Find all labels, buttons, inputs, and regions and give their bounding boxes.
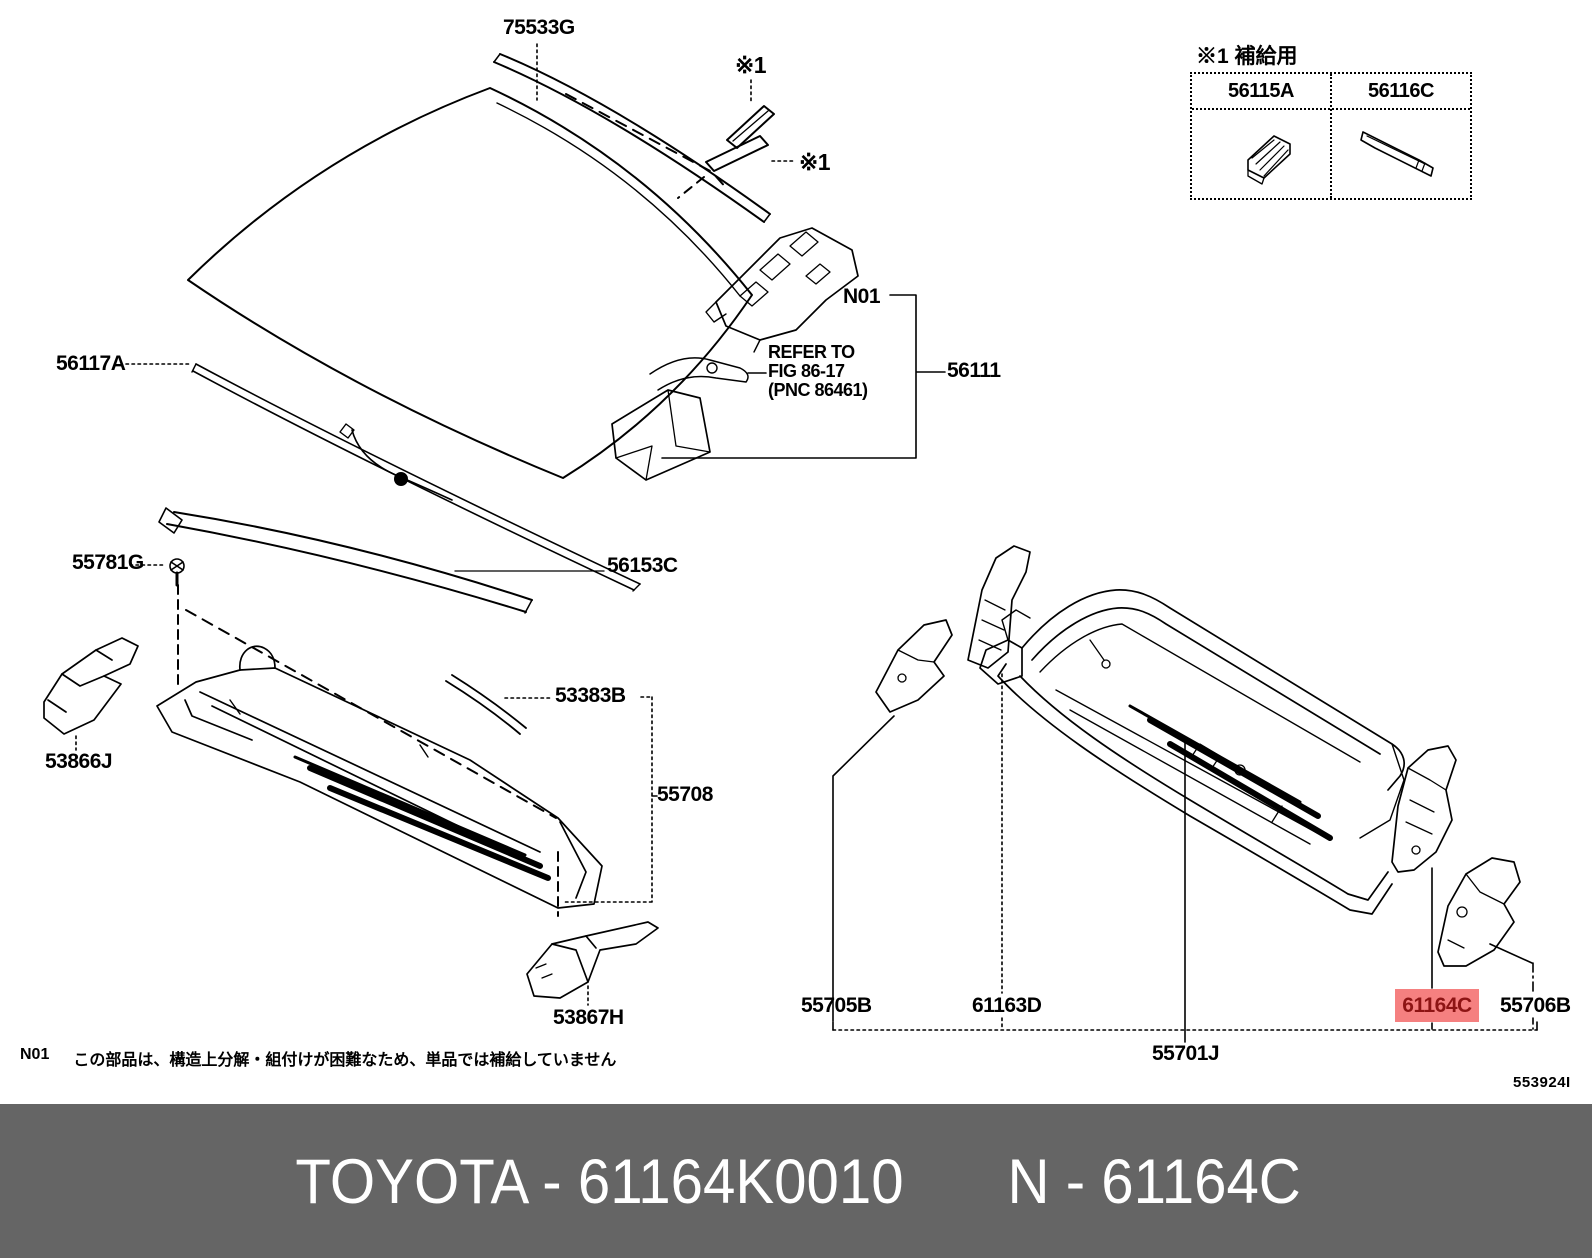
- projection-lines-left: [177, 584, 559, 917]
- windshield-glass: [187, 87, 753, 501]
- part-label-56111[interactable]: 56111: [947, 359, 1001, 382]
- part-label-53866J[interactable]: 53866J: [45, 750, 113, 773]
- supply-col-header[interactable]: 56115A: [1192, 74, 1330, 110]
- note-label-n01[interactable]: N01: [843, 285, 881, 308]
- part-label-55701J[interactable]: 55701J: [1152, 1042, 1220, 1065]
- part-label-55708[interactable]: 55708: [657, 783, 713, 806]
- supply-col-header[interactable]: 56116C: [1332, 74, 1470, 110]
- screw-55781G: [169, 558, 185, 587]
- cowl-panel-assembly: [979, 589, 1405, 915]
- strip-glyph-56116C: [1360, 131, 1434, 177]
- ref-mark-side[interactable]: ※1: [799, 149, 831, 175]
- footnote: N01 この部品は、構造上分解・組付けが困難なため、単品では補給していません: [20, 1046, 616, 1070]
- bracket-55705B: [875, 619, 953, 713]
- supply-table: 56115A 56116C: [1190, 72, 1472, 200]
- supply-part-glyphs: [1247, 131, 1434, 185]
- part-label-56153C[interactable]: 56153C: [607, 554, 678, 577]
- part-label-53867H[interactable]: 53867H: [553, 1006, 624, 1029]
- highlighted-part-box[interactable]: 61164C: [1395, 989, 1479, 1022]
- refer-note: REFER TO FIG 86-17 (PNC 86461): [768, 343, 868, 400]
- title-bar-part-number: TOYOTA - 61164K0010: [295, 1145, 904, 1217]
- sensor-bracket-56111: [611, 227, 859, 481]
- supply-col-image: [1192, 110, 1330, 198]
- title-bar-pnc: N - 61164C: [1007, 1145, 1302, 1217]
- weatherstrip-56153C: [158, 507, 533, 614]
- part-label-55705B[interactable]: 55705B: [801, 994, 872, 1017]
- part-label-75533G[interactable]: 75533G: [503, 16, 575, 39]
- clip-glyph-56115A: [1247, 135, 1291, 185]
- cowl-louver-55708: [156, 645, 603, 909]
- part-label-61163D[interactable]: 61163D: [972, 994, 1042, 1017]
- duct-53866J: [43, 637, 139, 735]
- strip-53383B: [445, 674, 527, 735]
- bracket-61163D: [967, 545, 1031, 669]
- supply-col-image: [1332, 110, 1470, 198]
- part-label-53383B[interactable]: 53383B: [555, 684, 626, 707]
- part-label-61164C[interactable]: 61164C: [1402, 994, 1472, 1017]
- moulding-56117A: [191, 363, 641, 592]
- panel-53867H: [526, 921, 659, 999]
- supply-col-56115A: 56115A: [1192, 74, 1330, 198]
- footnote-text: この部品は、構造上分解・組付けが困難なため、単品では補給していません: [73, 1052, 617, 1069]
- moulding-75533G: [493, 53, 771, 223]
- bracket-55706B: [1437, 857, 1521, 967]
- clip-strips-ref1: [705, 105, 775, 172]
- part-label-56117A[interactable]: 56117A: [56, 352, 126, 375]
- diagram-line-art: [43, 43, 1538, 1043]
- leader-lines: [75, 43, 1538, 1043]
- refer-line-3: (PNC 86461): [768, 380, 868, 400]
- page-code: 553924I: [1513, 1074, 1571, 1091]
- supply-col-56116C: 56116C: [1330, 74, 1470, 198]
- refer-line-2: FIG 86-17: [768, 361, 845, 381]
- part-label-55706B[interactable]: 55706B: [1500, 994, 1571, 1017]
- bracket-61164C: [1391, 745, 1457, 873]
- part-label-55781G[interactable]: 55781G: [72, 551, 144, 574]
- refer-line-1: REFER TO: [768, 342, 855, 362]
- footnote-prefix: N01: [20, 1046, 50, 1063]
- supply-table-title: ※1 補給用: [1196, 45, 1298, 68]
- ref-mark-top[interactable]: ※1: [735, 52, 767, 78]
- title-bar: TOYOTA - 61164K0010 N - 61164C: [0, 1104, 1592, 1258]
